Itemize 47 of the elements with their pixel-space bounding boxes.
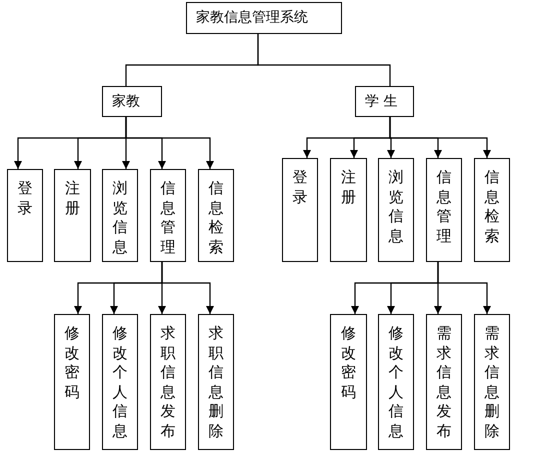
module-box [282, 158, 318, 262]
module-box [474, 158, 510, 262]
module-box [330, 314, 367, 450]
node-label: 修改密码 [64, 324, 80, 402]
node-label: 需求信息删除 [484, 324, 500, 441]
node-label: 信息管理 [160, 179, 176, 257]
system-box [355, 86, 414, 117]
connector-arrow [437, 262, 491, 314]
module-box [198, 314, 234, 450]
node-label: 信息检索 [208, 179, 224, 257]
node-label: 求职信息删除 [208, 324, 224, 441]
node-label: 登录 [292, 168, 308, 207]
system-box [102, 86, 162, 117]
module-box [198, 169, 234, 262]
connector-arrow [161, 262, 214, 314]
module-box [378, 158, 414, 262]
node-label: 家教 [112, 93, 140, 110]
module-box [150, 169, 186, 262]
module-box [7, 169, 43, 262]
node-label: 信息检索 [484, 168, 500, 246]
connector-arrow [125, 117, 214, 169]
node-label: 需求信息发布 [436, 324, 452, 441]
node-label: 修改个人信息 [388, 324, 404, 441]
node-label: 登录 [18, 179, 32, 218]
module-box [54, 169, 91, 262]
connector-line [257, 34, 391, 86]
node-label: 浏览信息 [112, 179, 128, 257]
system-box [186, 2, 342, 34]
node-label: 求职信息发布 [160, 324, 176, 441]
node-label: 注册 [341, 168, 356, 207]
node-label: 学 生 [365, 93, 398, 110]
module-box [150, 314, 186, 450]
module-box [330, 158, 367, 262]
module-box [426, 158, 462, 262]
module-box [474, 314, 510, 450]
node-label: 家教信息管理系统 [196, 10, 308, 26]
node-label: 注册 [65, 179, 80, 218]
module-box [102, 169, 138, 262]
node-label: 修改个人信息 [112, 324, 128, 441]
module-box [102, 314, 138, 450]
module-box [378, 314, 414, 450]
node-label: 修改密码 [341, 324, 356, 402]
module-box [54, 314, 90, 450]
connector-arrow [389, 117, 491, 158]
module-box [426, 314, 462, 450]
node-label: 浏览信息 [388, 168, 404, 246]
node-label: 信息管理 [436, 168, 452, 246]
